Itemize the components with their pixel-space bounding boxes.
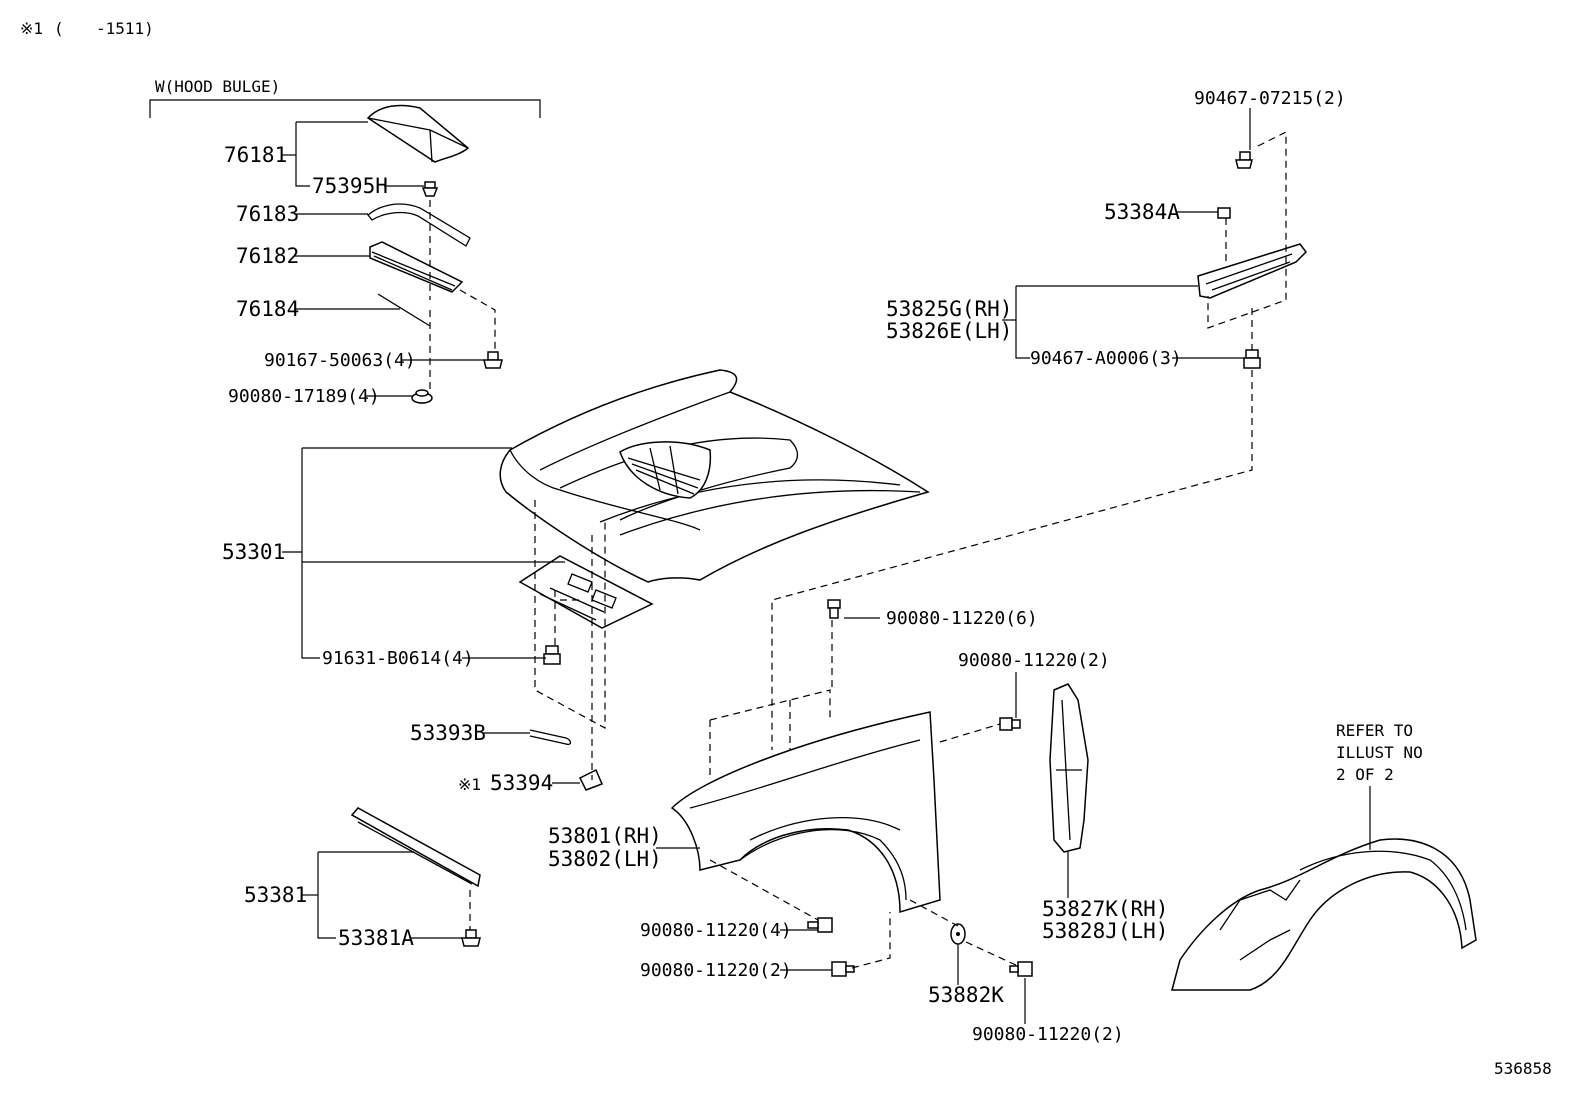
bolt-90080-11220-2c-shape (1009, 961, 1033, 977)
reference-note-line2: ILLUST NO (1336, 743, 1423, 762)
hood-53301-shape (499, 369, 930, 583)
label-53381: 53381 (244, 883, 307, 907)
label-53827k: 53827K(RH) (1042, 897, 1168, 921)
label-53882k: 53882K (928, 983, 1004, 1007)
label-90080-11220-2b: 90080-11220(2) (640, 960, 792, 981)
label-90080-17189: 90080-17189(4) (228, 386, 380, 407)
hood-bulge-cover-shape (366, 104, 470, 163)
hood-bulge-bracket (149, 99, 541, 118)
label-53801: 53801(RH) (548, 824, 662, 848)
label-53301: 53301 (222, 540, 285, 564)
label-53802: 53802(LH) (548, 847, 662, 871)
clip-91631-shape (543, 645, 561, 665)
label-90467-07215: 90467-07215(2) (1194, 88, 1346, 109)
label-53828j: 53828J(LH) (1042, 919, 1168, 943)
strip-76184-shape (377, 293, 431, 327)
hood-bulge-group-title: W(HOOD BULGE) (155, 77, 280, 96)
label-90080-11220-6: 90080-11220(6) (886, 608, 1038, 629)
label-76183: 76183 (236, 202, 299, 226)
label-90080-11220-2a: 90080-11220(2) (958, 650, 1110, 671)
label-53381a: 53381A (338, 926, 414, 950)
label-76184: 76184 (236, 297, 299, 321)
fender-53801-shape (670, 711, 941, 914)
label-75395h: 75395H (312, 174, 388, 198)
reference-note-line1: REFER TO (1336, 721, 1413, 740)
screw-90167-shape (483, 351, 503, 369)
washer-53882k-shape (950, 923, 966, 945)
label-90080-11220-2c: 90080-11220(2) (972, 1024, 1124, 1045)
header-note-paren: ( (54, 19, 64, 38)
seal-76183-shape (367, 203, 471, 247)
label-91631-b0614: 91631-B0614(4) (322, 648, 474, 669)
nut-90080-17189-shape (411, 389, 433, 404)
label-53826e: 53826E(LH) (886, 319, 1012, 343)
fender-liner-bracket-shape (1197, 243, 1307, 299)
label-90167-50063: 90167-50063(4) (264, 350, 416, 371)
label-90080-11220-4: 90080-11220(4) (640, 920, 792, 941)
pad-53394-shape (578, 768, 603, 791)
bolt-90080-11220-4-shape (807, 917, 833, 933)
label-53393b: 53393B (410, 721, 486, 745)
label-53825g: 53825G(RH) (886, 297, 1012, 321)
label-90467-a0006: 90467-A0006(3) (1030, 348, 1182, 369)
header-note-range: -1511) (96, 19, 154, 38)
fender-seal-53827k-shape (1049, 683, 1089, 853)
support-rod-53393b-shape (529, 729, 572, 746)
label-53384a: 53384A (1104, 200, 1180, 224)
header-note-mark: ※1 (20, 19, 43, 38)
label-53394-mark: ※1 (458, 775, 481, 794)
bolt-90080-11220-2a-shape (999, 717, 1021, 731)
bolt-90080-11220-6-shape (827, 599, 841, 619)
label-76181: 76181 (224, 143, 287, 167)
bolt-90080-11220-2b-shape (831, 961, 855, 977)
clip-75395h-shape (421, 181, 439, 197)
clip-53384a-shape (1217, 207, 1231, 219)
label-76182: 76182 (236, 244, 299, 268)
label-53394: 53394 (490, 771, 553, 795)
scoop-76182-shape (369, 241, 464, 293)
clip-90467-a0006-shape (1243, 349, 1261, 369)
reference-note-line3: 2 OF 2 (1336, 765, 1394, 784)
fender-liner-reference-shape (1171, 838, 1477, 991)
clip-53381a-shape (461, 929, 481, 947)
clip-90467-07215-shape (1235, 151, 1253, 169)
diagram-number: 536858 (1494, 1059, 1552, 1078)
hood-seal-53381-shape (350, 807, 481, 888)
